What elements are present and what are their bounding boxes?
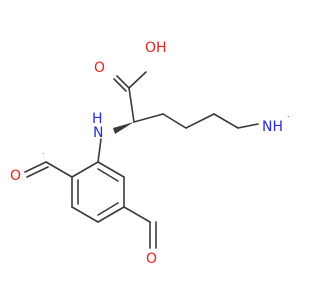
acid-carbonyl-oxygen-label: O [94, 60, 105, 76]
left-aldehyde-co-bond-a [24, 161, 47, 173]
chain-bond-3 [185, 113, 215, 129]
right-aldehyde-oxygen-label: O [146, 251, 157, 267]
ring-bond-4 [97, 206, 125, 223]
terminal-amine-label: NH [262, 119, 283, 135]
chain-bond-4 [213, 113, 239, 129]
right-aldehyde-c-bond [123, 206, 151, 223]
molecule-canvas: O OH N H NH ˙ O ˙ O ˙ [10, 40, 291, 267]
ring-bond-3 [71, 206, 99, 223]
carboxyl-c-o-bond-a [116, 75, 130, 89]
left-aldehyde-c-bond [45, 161, 73, 178]
amine-to-ring-bond [97, 138, 102, 163]
terminal-amine-radical-dot: ˙ [286, 116, 291, 126]
stereo-wedge-bond [113, 122, 134, 134]
amine-nitrogen-label: N [93, 125, 103, 141]
acid-hydroxyl-label: OH [145, 40, 167, 56]
carboxyl-c-o-bond-b [113, 78, 127, 92]
right-aldehyde-radical-dot: ˙ [154, 228, 159, 238]
chain-bond-to-n [237, 123, 259, 129]
ring-bond-1 [71, 161, 99, 178]
left-aldehyde-radical-dot: ˙ [41, 153, 46, 163]
left-aldehyde-oxygen-label: O [10, 168, 21, 184]
structure-diagram: O OH N H NH ˙ O ˙ O ˙ [10, 40, 291, 267]
left-aldehyde-co-bond-b [26, 166, 49, 178]
ring-bond-6-inner [97, 168, 119, 182]
chain-bond-1 [133, 113, 164, 123]
chain-bond-2 [162, 113, 187, 129]
ring-bond-6 [97, 161, 125, 178]
carboxyl-c-oh-bond [128, 71, 147, 89]
ring-bond-4-inner [97, 202, 119, 216]
carboxyl-c-to-alpha-bond [128, 87, 135, 123]
amine-hydrogen-label: H [92, 111, 103, 127]
